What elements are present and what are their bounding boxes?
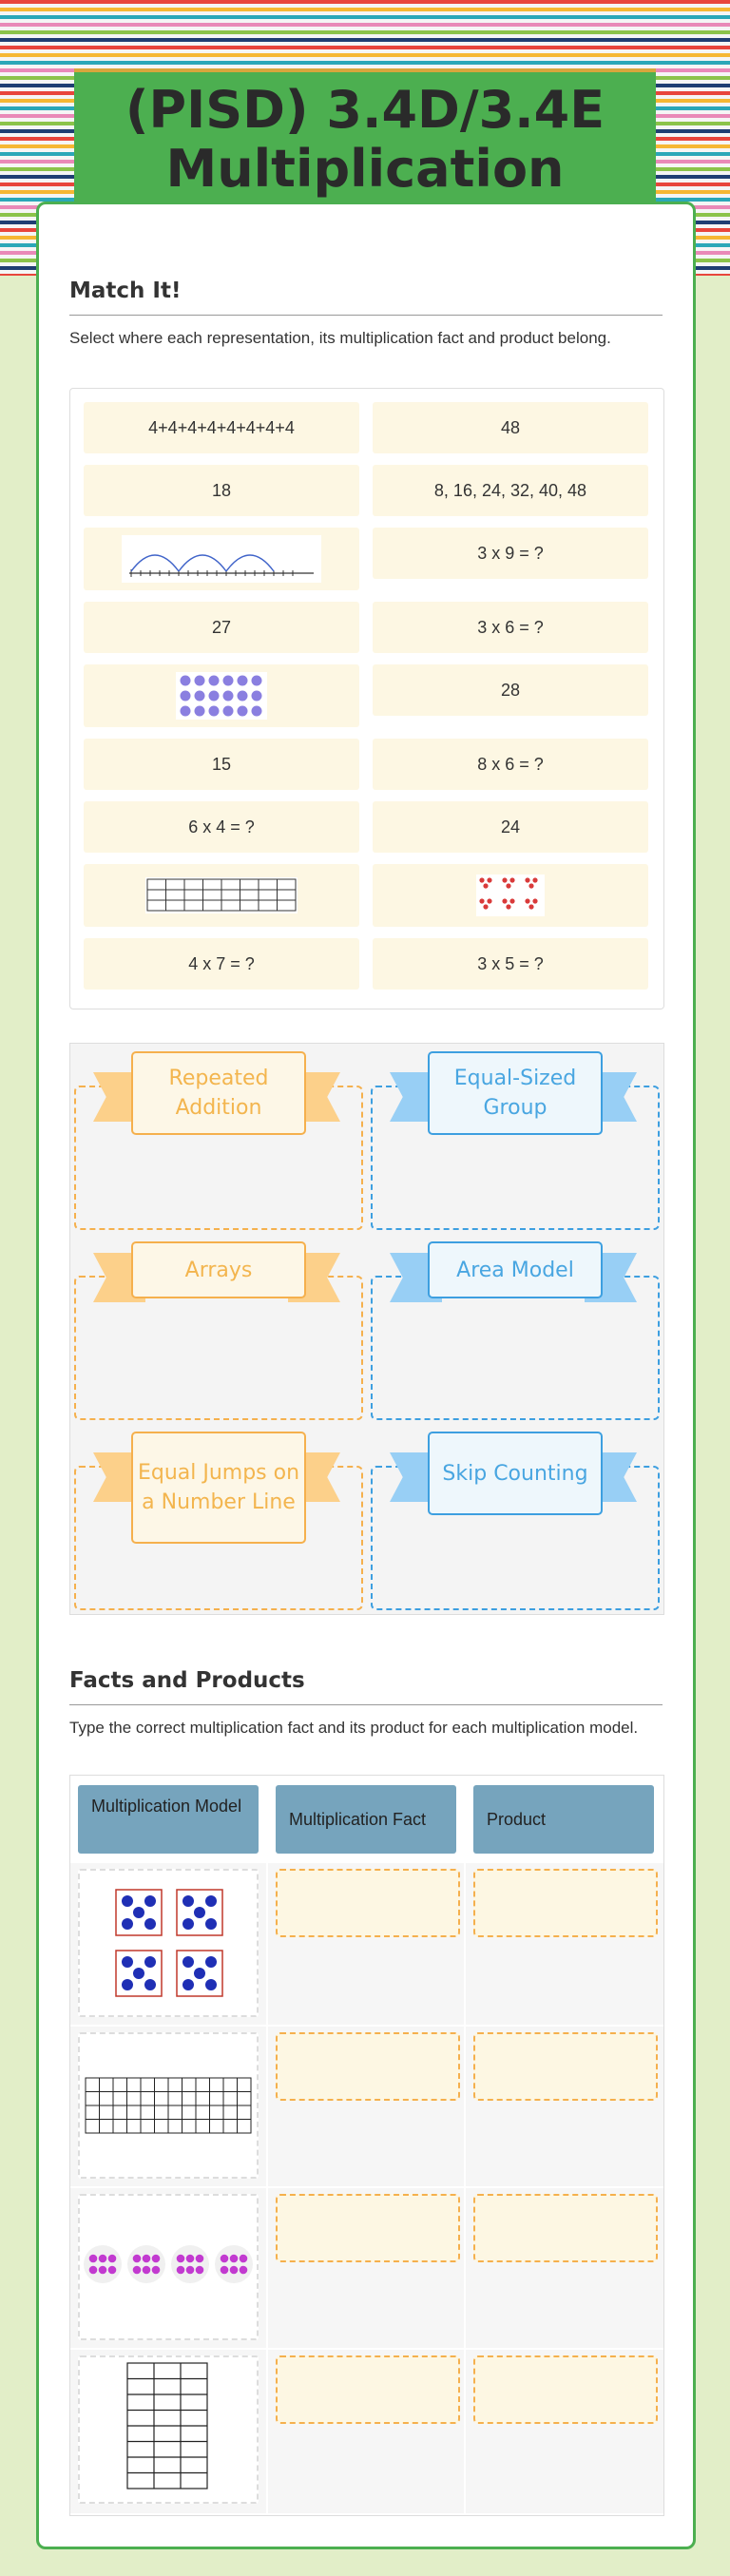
column-header-product: Product xyxy=(473,1785,654,1854)
category-label: Arrays xyxy=(131,1241,306,1298)
product-input-3[interactable] xyxy=(473,2194,658,2262)
ribbon-skip-counting: Skip Counting xyxy=(390,1432,637,1515)
match-tile[interactable]: 8 x 6 = ? xyxy=(373,739,648,790)
ribbon-equal-jumps: Equal Jumps on a Number Line xyxy=(93,1432,340,1544)
match-tile[interactable]: 6 x 4 = ? xyxy=(84,801,359,853)
category-label: Equal-Sized Group xyxy=(428,1051,603,1135)
match-tile[interactable]: 27 xyxy=(84,602,359,653)
divider xyxy=(69,315,663,316)
category-label: Repeated Addition xyxy=(131,1051,306,1135)
fact-input-2[interactable] xyxy=(276,2032,460,2101)
category-label: Equal Jumps on a Number Line xyxy=(131,1432,306,1544)
match-tile-groups[interactable] xyxy=(373,864,648,927)
match-tile-dot-array[interactable] xyxy=(84,664,359,727)
match-tile[interactable]: 3 x 9 = ? xyxy=(373,528,648,579)
fact-input-1[interactable] xyxy=(276,1869,460,1937)
worksheet-card: Match It! Select where each representati… xyxy=(36,202,696,2549)
column-header-fact: Multiplication Fact xyxy=(276,1785,456,1854)
match-tile-grid[interactable] xyxy=(84,864,359,927)
title-banner: (PISD) 3.4D/3.4E Multiplication xyxy=(74,68,656,207)
fact-input-4[interactable] xyxy=(276,2355,460,2424)
match-section-title: Match It! xyxy=(69,279,182,303)
ribbon-equal-sized-group: Equal-Sized Group xyxy=(390,1051,637,1135)
match-tile[interactable]: 8, 16, 24, 32, 40, 48 xyxy=(373,465,648,516)
model-groups xyxy=(78,2194,259,2340)
tall-grid-image xyxy=(126,2362,208,2489)
match-tile[interactable]: 48 xyxy=(373,402,648,453)
facts-instructions: Type the correct multiplication fact and… xyxy=(69,1719,639,1737)
match-tile[interactable]: 15 xyxy=(84,739,359,790)
table-row xyxy=(70,2188,266,2348)
match-tile[interactable]: 4+4+4+4+4+4+4+4 xyxy=(84,402,359,453)
product-input-2[interactable] xyxy=(473,2032,658,2101)
dot-array-image xyxy=(176,672,267,720)
ribbon-arrays: Arrays xyxy=(93,1241,340,1302)
divider xyxy=(69,1704,663,1705)
model-tall-grid xyxy=(78,2355,259,2504)
product-input-1[interactable] xyxy=(473,1869,658,1937)
facts-table: Multiplication Model Multiplication Fact… xyxy=(69,1775,664,2516)
table-row xyxy=(70,2350,266,2513)
match-tiles-panel: 4+4+4+4+4+4+4+4 18 27 xyxy=(69,388,664,1009)
table-row xyxy=(70,1863,266,2025)
match-tile[interactable]: 18 xyxy=(84,465,359,516)
match-tile[interactable]: 4 x 7 = ? xyxy=(84,938,359,990)
model-dice xyxy=(78,1869,259,2017)
match-tile[interactable]: 3 x 5 = ? xyxy=(373,938,648,990)
category-label: Skip Counting xyxy=(428,1432,603,1515)
dice-image xyxy=(115,1889,223,1997)
ribbon-repeated-addition: Repeated Addition xyxy=(93,1051,340,1135)
number-line-image xyxy=(122,535,321,583)
model-grid xyxy=(78,2032,259,2179)
purple-groups-image xyxy=(84,2245,253,2283)
facts-section-title: Facts and Products xyxy=(69,1668,305,1693)
match-tile-number-line[interactable] xyxy=(84,528,359,590)
page-title: (PISD) 3.4D/3.4E Multiplication xyxy=(125,80,605,199)
groups-image xyxy=(476,875,545,916)
grid-image xyxy=(145,877,298,913)
fact-input-3[interactable] xyxy=(276,2194,460,2262)
column-header-model: Multiplication Model xyxy=(78,1785,259,1854)
match-instructions: Select where each representation, its mu… xyxy=(69,329,611,347)
table-row xyxy=(70,2027,266,2186)
product-input-4[interactable] xyxy=(473,2355,658,2424)
match-tile[interactable]: 24 xyxy=(373,801,648,853)
grid-model-image xyxy=(85,2077,252,2134)
match-tile[interactable]: 28 xyxy=(373,664,648,716)
ribbon-area-model: Area Model xyxy=(390,1241,637,1302)
category-panel: Repeated Addition Equal-Sized Group Arra… xyxy=(69,1043,664,1615)
category-label: Area Model xyxy=(428,1241,603,1298)
match-tile[interactable]: 3 x 6 = ? xyxy=(373,602,648,653)
